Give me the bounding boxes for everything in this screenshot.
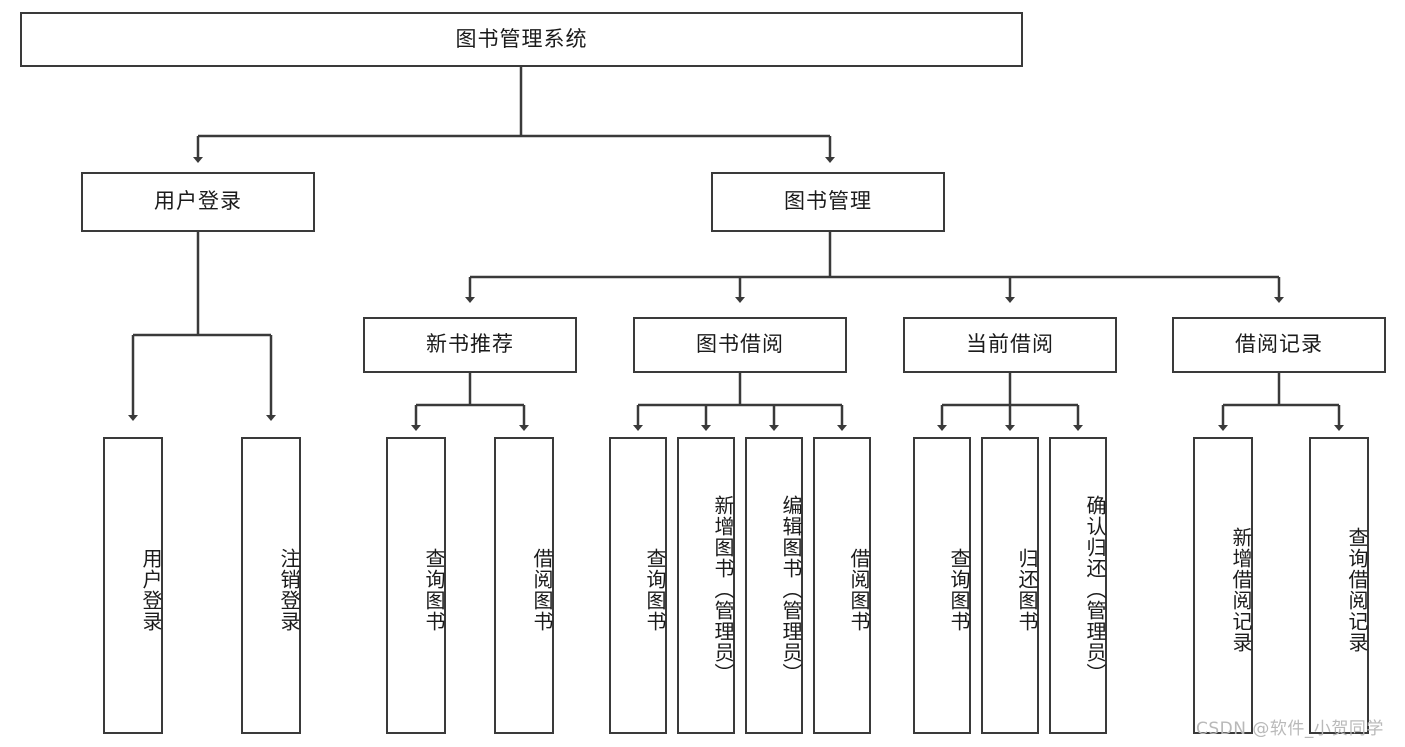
node-label: 当前借阅 <box>966 332 1054 357</box>
leaf-recommend-query-book[interactable]: 查询图书 <box>386 437 446 734</box>
node-new-book-recommend[interactable]: 新书推荐 <box>363 317 577 373</box>
node-label: 新增借阅记录 <box>1229 526 1253 653</box>
node-user-login[interactable]: 用户登录 <box>81 172 315 232</box>
node-label: 图书借阅 <box>696 332 784 357</box>
node-label: 借阅图书 <box>530 547 554 632</box>
leaf-borrow-edit-book-admin[interactable]: 编辑图书（管理员） <box>745 437 803 734</box>
leaf-recommend-borrow-book[interactable]: 借阅图书 <box>494 437 554 734</box>
node-current-borrow[interactable]: 当前借阅 <box>903 317 1117 373</box>
node-label: 注销登录 <box>277 547 301 632</box>
node-root-system[interactable]: 图书管理系统 <box>20 12 1023 67</box>
leaf-user-login-logout[interactable]: 注销登录 <box>241 437 301 734</box>
node-label: 确认归还（管理员） <box>1083 495 1107 684</box>
node-label: 新书推荐 <box>426 332 514 357</box>
node-label: 编辑图书（管理员） <box>779 495 803 684</box>
node-label: 图书管理 <box>784 189 872 214</box>
node-book-borrow[interactable]: 图书借阅 <box>633 317 847 373</box>
leaf-current-query-book[interactable]: 查询图书 <box>913 437 971 734</box>
node-label: 用户登录 <box>154 189 242 214</box>
node-label: 查询图书 <box>643 547 667 632</box>
leaf-record-add-record[interactable]: 新增借阅记录 <box>1193 437 1253 734</box>
csdn-watermark: CSDN @软件_小贺同学 <box>1196 719 1384 739</box>
node-label: 图书管理系统 <box>455 26 588 51</box>
leaf-current-return-book[interactable]: 归还图书 <box>981 437 1039 734</box>
node-label: 查询图书 <box>947 547 971 632</box>
node-label: 归还图书 <box>1015 547 1039 632</box>
leaf-borrow-query-book[interactable]: 查询图书 <box>609 437 667 734</box>
node-label: 查询图书 <box>422 547 446 632</box>
leaf-user-login-login[interactable]: 用户登录 <box>103 437 163 734</box>
node-label: 查询借阅记录 <box>1345 526 1369 653</box>
node-label: 借阅记录 <box>1235 332 1323 357</box>
node-label: 用户登录 <box>139 547 163 632</box>
leaf-borrow-borrow-book[interactable]: 借阅图书 <box>813 437 871 734</box>
node-borrow-record[interactable]: 借阅记录 <box>1172 317 1386 373</box>
node-book-management[interactable]: 图书管理 <box>711 172 945 232</box>
node-label: 借阅图书 <box>847 547 871 632</box>
leaf-borrow-add-book-admin[interactable]: 新增图书（管理员） <box>677 437 735 734</box>
leaf-current-confirm-return-admin[interactable]: 确认归还（管理员） <box>1049 437 1107 734</box>
leaf-record-query-record[interactable]: 查询借阅记录 <box>1309 437 1369 734</box>
node-label: 新增图书（管理员） <box>711 495 735 684</box>
